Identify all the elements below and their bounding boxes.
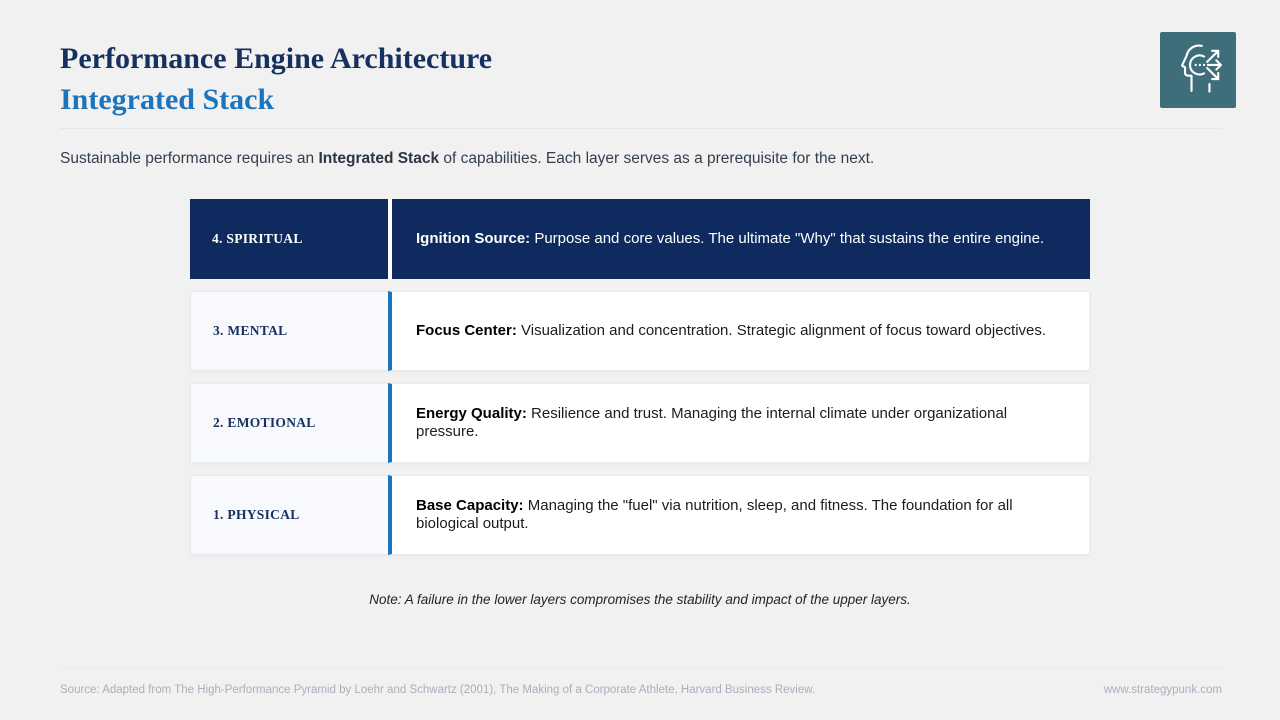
row-label: 4. SPIRITUAL	[190, 199, 388, 279]
intro-text: Sustainable performance requires an Inte…	[60, 150, 1220, 168]
stack-row-physical: 1. PHYSICAL Base Capacity: Managing the …	[190, 475, 1090, 555]
row-desc-title: Ignition Source:	[416, 229, 531, 247]
integrated-stack: 4. SPIRITUAL Ignition Source: Purpose an…	[190, 199, 1090, 567]
page-subtitle: Integrated Stack	[60, 83, 275, 116]
row-desc-text: Purpose and core values. The ultimate "W…	[530, 229, 1045, 247]
row-description: Focus Center: Visualization and concentr…	[388, 291, 1090, 371]
page-title: Performance Engine Architecture	[60, 42, 493, 75]
footer: Source: Adapted from The High-Performanc…	[60, 684, 1222, 696]
stack-row-emotional: 2. EMOTIONAL Energy Quality: Resilience …	[190, 383, 1090, 463]
row-label: 3. MENTAL	[190, 291, 388, 371]
row-desc-title: Energy Quality:	[416, 404, 527, 422]
footnote: Note: A failure in the lower layers comp…	[369, 592, 911, 607]
header-divider	[60, 128, 1222, 129]
title-block: Performance Engine Architecture Integrat…	[60, 38, 492, 120]
stack-row-mental: 3. MENTAL Focus Center: Visualization an…	[190, 291, 1090, 371]
row-label: 1. PHYSICAL	[190, 475, 388, 555]
intro-post: of capabilities. Each layer serves as a …	[439, 150, 875, 167]
row-desc-title: Base Capacity:	[416, 496, 524, 514]
footer-divider	[60, 667, 1222, 668]
brand-logo	[1160, 32, 1236, 108]
row-description: Energy Quality: Resilience and trust. Ma…	[388, 383, 1090, 463]
stack-row-spiritual: 4. SPIRITUAL Ignition Source: Purpose an…	[190, 199, 1090, 279]
row-desc-text: Managing the "fuel" via nutrition, sleep…	[416, 496, 1013, 533]
row-desc-text: Resilience and trust. Managing the inter…	[416, 404, 1008, 441]
row-label: 2. EMOTIONAL	[190, 383, 388, 463]
intro-pre: Sustainable performance requires an	[60, 150, 319, 167]
row-desc-text: Visualization and concentration. Strateg…	[516, 321, 1047, 339]
website-link[interactable]: www.strategypunk.com	[1103, 684, 1222, 696]
row-desc-title: Focus Center:	[416, 321, 517, 339]
source-attribution: Source: Adapted from The High-Performanc…	[60, 684, 816, 696]
intro-bold: Integrated Stack	[318, 150, 440, 167]
row-description: Base Capacity: Managing the "fuel" via n…	[388, 475, 1090, 555]
head-with-arrows-icon	[1169, 39, 1227, 102]
row-description: Ignition Source: Purpose and core values…	[388, 199, 1090, 279]
